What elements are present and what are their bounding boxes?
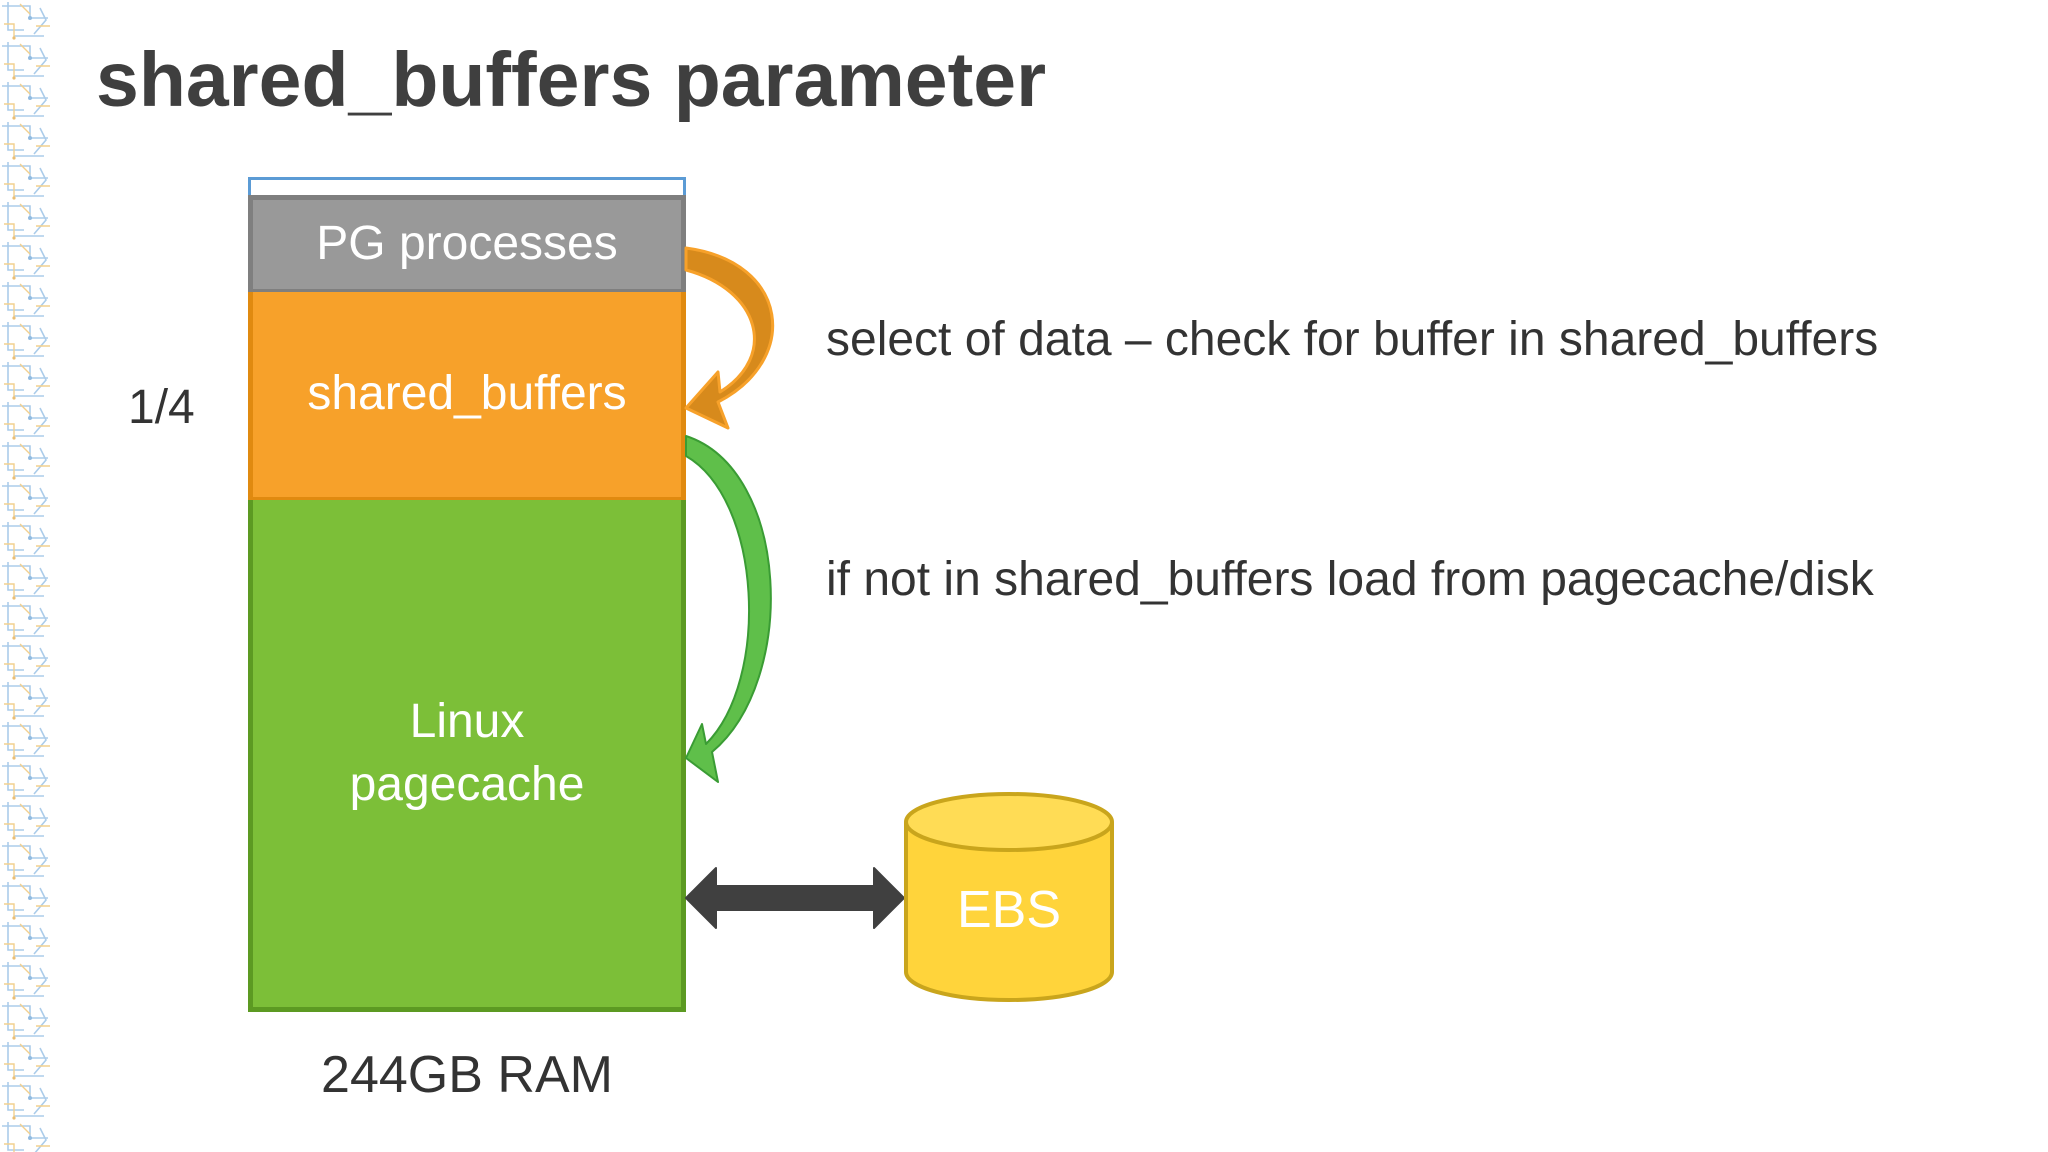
shared-buffers-block: shared_buffers <box>248 292 686 500</box>
pagecache-label-line2: pagecache <box>349 757 585 811</box>
pagecache-label-line1: Linux <box>409 695 525 749</box>
linux-pagecache-block: Linux pagecache <box>248 500 686 1012</box>
total-ram-label: 244GB RAM <box>321 1046 613 1104</box>
select-arrow <box>684 246 775 430</box>
load-note: if not in shared_buffers load from pagec… <box>826 553 1874 606</box>
decorative-left-strip <box>0 0 52 1152</box>
memory-stack-top-edge <box>248 177 686 195</box>
ebs-label: EBS <box>956 881 1062 939</box>
shared-buffers-label: shared_buffers <box>307 367 627 421</box>
io-double-arrow <box>685 867 905 929</box>
slide-title: shared_buffers parameter <box>96 37 1047 123</box>
linux-pagecache-label: Linux pagecache <box>350 691 585 816</box>
pg-processes-label: PG processes <box>316 217 618 271</box>
select-note: select of data – check for buffer in sha… <box>826 313 1879 366</box>
pg-processes-block: PG processes <box>248 195 686 292</box>
load-arrow <box>685 435 772 783</box>
shared-buffers-ratio-label: 1/4 <box>128 381 195 434</box>
